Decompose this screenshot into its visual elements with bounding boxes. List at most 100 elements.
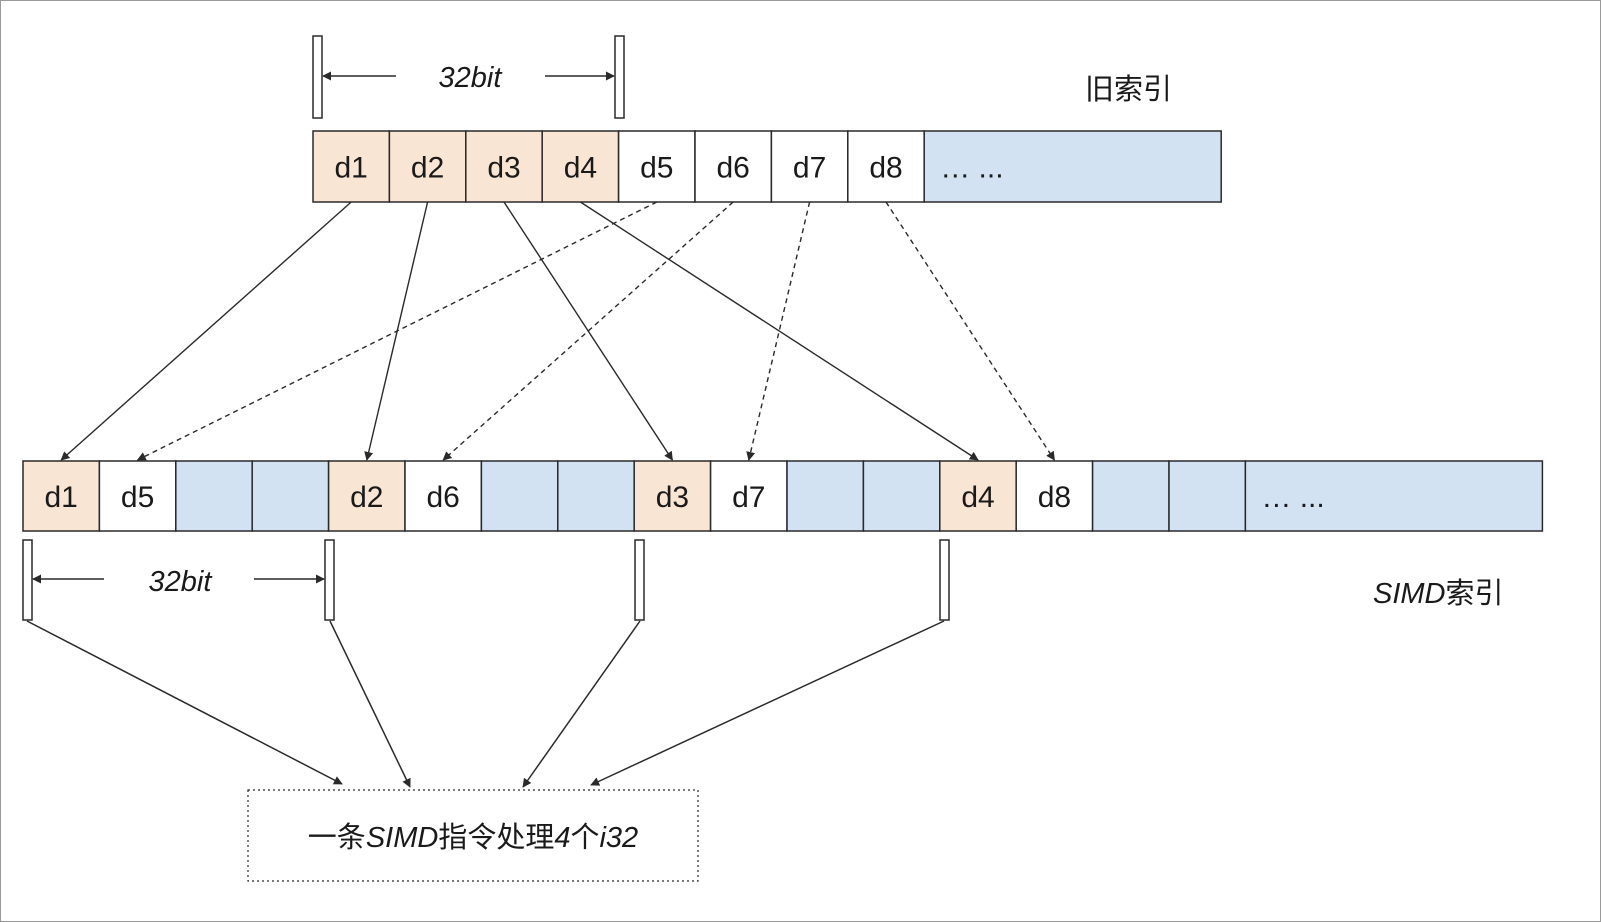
simd-index-cell-label: d6	[427, 481, 460, 514]
old-index-cell-label: d6	[717, 152, 750, 185]
old-index-cell: d5	[617, 130, 696, 203]
simd-index-cell: d2	[327, 460, 406, 532]
simd-index-cell-box	[404, 460, 483, 532]
old-index-width-label: 32bit	[439, 62, 504, 94]
simd-index-cell	[1091, 460, 1170, 532]
old-index-cell: d4	[541, 130, 620, 203]
simd-index-cell-box	[251, 460, 330, 532]
caption-text: 一条SIMD指令处理4个i32	[308, 821, 638, 854]
simd-index-cell-label: d1	[45, 481, 78, 514]
old-index-cell-label: d8	[869, 152, 902, 185]
old-index-cell-box	[465, 130, 543, 203]
simd-index-tail-label: … ...	[1261, 481, 1324, 514]
lane-arrow-2	[329, 620, 411, 788]
simd-index-cell-box	[1168, 460, 1247, 532]
caption-part: SIMD	[366, 822, 439, 854]
caption-part: i32	[599, 822, 638, 854]
old-index-tail: … ...	[923, 130, 1222, 203]
simd-lane-bar-4	[939, 539, 950, 621]
simd-index-cell-box	[557, 460, 635, 532]
old-index-cell-box	[770, 130, 849, 203]
mapping-arrows	[60, 201, 1055, 461]
old-index-cell-label: d1	[335, 152, 368, 185]
lane-arrow-1	[26, 620, 343, 785]
simd-index-cell-label: d3	[656, 481, 689, 514]
simd-index-tail: … ...	[1244, 460, 1544, 532]
simd-index-cell	[862, 460, 941, 532]
simd-index-cell	[480, 460, 559, 532]
simd-index-cell-label: d2	[350, 481, 383, 514]
old-index-cell-box	[312, 130, 391, 203]
old-index-row: d1 d2 d3 d4 d5 d6 d7 d8 … ...	[312, 130, 1222, 203]
old-index-cell: d2	[388, 130, 467, 203]
simd-width-marker: 32bit	[22, 539, 950, 621]
simd-index-cell-box	[175, 460, 253, 532]
simd-index-cell-box	[709, 460, 788, 532]
simd-index-cell-box	[1091, 460, 1170, 532]
simd-index-cell-box	[862, 460, 941, 532]
old-index-cell-label: d7	[793, 152, 826, 185]
old-index-cell-label: d4	[564, 152, 597, 185]
old-index-cell: d3	[465, 130, 543, 203]
old-marker-left-bar	[312, 35, 323, 119]
simd-lane-bar-3	[634, 539, 645, 621]
simd-index-cell-label: d4	[961, 481, 994, 514]
old-index-cell: d8	[847, 130, 925, 203]
old-index-label: 旧索引	[1085, 73, 1172, 106]
mapping-arrow-dashed	[136, 201, 658, 461]
old-index-cell: d6	[694, 130, 773, 203]
simd-index-label: SIMD索引	[1373, 577, 1504, 610]
mapping-arrow-dashed	[746, 201, 811, 461]
caption-part: 一条	[308, 821, 366, 854]
old-index-tail-label: … ...	[940, 152, 1003, 185]
mapping-arrow-solid	[60, 201, 352, 461]
old-index-cell-box	[694, 130, 773, 203]
simd-index-cell: d4	[939, 460, 1017, 532]
simd-lane-bar-1	[22, 539, 33, 621]
old-index-cell-box	[541, 130, 620, 203]
mapping-arrow-dashed	[442, 201, 734, 461]
mapping-arrow-dashed	[885, 201, 1055, 461]
old-index-cell: d1	[312, 130, 391, 203]
simd-index-cell-box	[1015, 460, 1094, 532]
simd-index-cell-box	[98, 460, 177, 532]
simd-index-row: d1 d5 d2 d6 d3 d7 d4 d8 … ...	[22, 460, 1544, 532]
simd-index-tail-box	[1244, 460, 1544, 532]
lane-arrow-3	[522, 620, 641, 788]
old-index-cell-label: d2	[411, 152, 444, 185]
simd-index-cell: d6	[404, 460, 483, 532]
simd-lane-bar-2	[324, 539, 335, 621]
caption-box	[247, 789, 699, 882]
simd-index-cell	[175, 460, 253, 532]
simd-index-cell	[1168, 460, 1247, 532]
simd-index-cell-label: d7	[732, 481, 765, 514]
old-index-cell-label: d3	[487, 152, 520, 185]
mapping-arrow-solid	[580, 201, 979, 461]
simd-index-cell-box	[786, 460, 865, 532]
simd-index-cell-box	[939, 460, 1017, 532]
lane-to-caption-arrows	[26, 620, 945, 788]
caption-part: 4	[554, 822, 570, 854]
caption-part: 指令处理	[438, 821, 554, 854]
simd-index-cell-box	[480, 460, 559, 532]
caption-part: 个	[570, 822, 599, 854]
simd-index-cell	[251, 460, 330, 532]
simd-index-cell-label: d8	[1038, 481, 1071, 514]
simd-index-cell-label: d5	[121, 481, 154, 514]
old-index-cell: d7	[770, 130, 849, 203]
old-index-tail-box	[923, 130, 1222, 203]
simd-index-label-italic: SIMD	[1373, 578, 1446, 610]
simd-index-cell: d8	[1015, 460, 1094, 532]
old-index-cell-label: d5	[640, 152, 673, 185]
simd-index-cell: d1	[22, 460, 101, 532]
mapping-arrow-solid	[503, 201, 673, 461]
simd-width-label: 32bit	[149, 566, 214, 598]
old-marker-right-bar	[614, 35, 625, 119]
simd-index-cell: d7	[709, 460, 788, 532]
simd-index-cell	[557, 460, 635, 532]
old-index-width-marker: 32bit	[312, 35, 625, 119]
lane-arrow-4	[590, 620, 945, 786]
simd-index-cell	[786, 460, 865, 532]
